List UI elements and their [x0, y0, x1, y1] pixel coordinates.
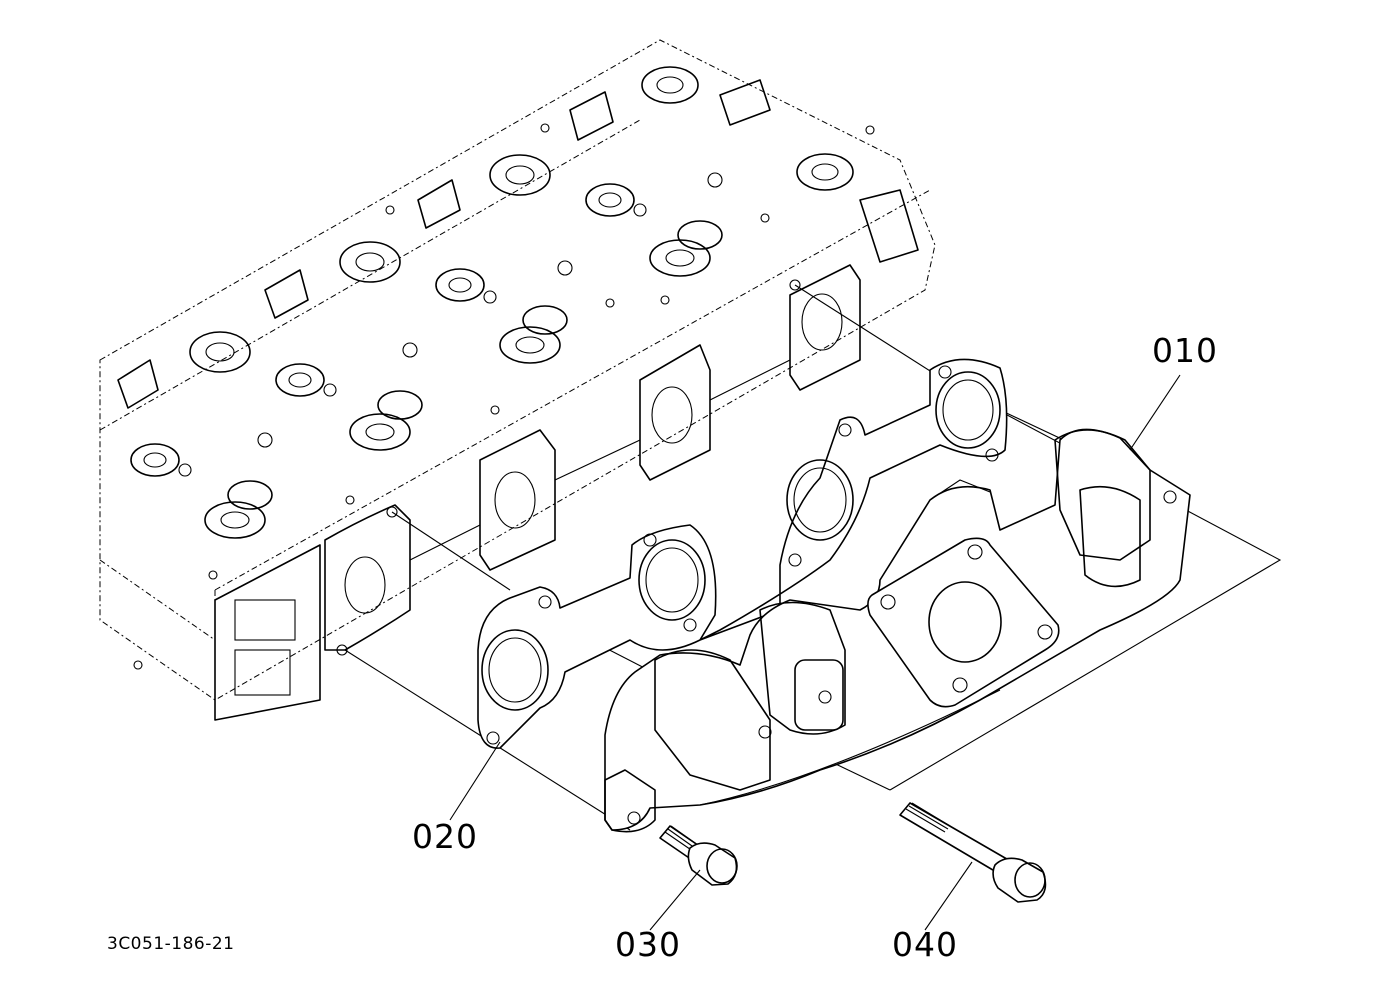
- figure-code: 3C051-186-21: [107, 934, 235, 954]
- cylinder-head: [99, 39, 936, 721]
- long-flange-bolt: [899, 802, 1047, 903]
- head-exhaust-face: [214, 264, 861, 721]
- exhaust-manifold: [604, 428, 1191, 833]
- leader-010: [1129, 374, 1181, 451]
- callout-010: 010: [1152, 331, 1218, 370]
- leader-030: [649, 869, 701, 931]
- head-bosses: [130, 66, 875, 670]
- leader-020: [449, 741, 501, 821]
- callout-leaders: [449, 374, 1181, 931]
- callout-020: 020: [412, 817, 478, 856]
- short-flange-bolt: [659, 825, 738, 886]
- callout-030: 030: [615, 925, 681, 964]
- callout-040: 040: [892, 925, 958, 964]
- leader-040: [924, 861, 973, 931]
- exhaust-manifold-gasket: [477, 358, 1008, 749]
